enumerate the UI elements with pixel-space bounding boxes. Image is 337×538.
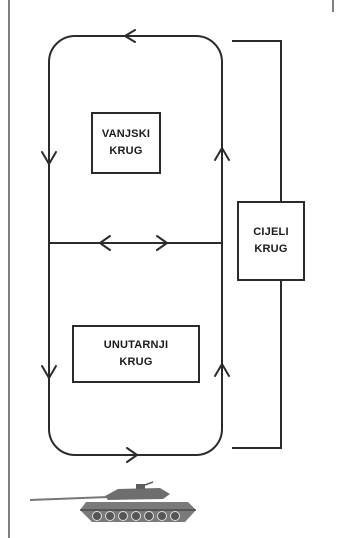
arrow-middle-left-icon [99, 235, 111, 251]
outer-loop-label-line2: KRUG [109, 145, 143, 157]
full-loop-label-line1: CIJELI [253, 226, 289, 238]
circuit-loop [48, 35, 223, 456]
arrow-top-left-icon [124, 29, 136, 43]
full-loop-label-line2: KRUG [254, 243, 288, 255]
inner-loop-label-line2: KRUG [119, 356, 153, 368]
arrow-right-up-lower-icon [214, 363, 230, 377]
tank-icon [29, 481, 196, 522]
arrow-right-up-upper-icon [214, 147, 230, 161]
arrow-bottom-right-icon [126, 447, 138, 463]
outer-loop-label-line1: VANJSKI [101, 128, 151, 140]
arrow-left-down-lower-icon [41, 365, 57, 379]
inner-loop-label-line1: UNUTARNJI [103, 339, 169, 351]
outer-loop-label-box: VANJSKI KRUG [91, 112, 161, 174]
arrow-middle-right-icon [156, 235, 168, 251]
arrow-left-down-upper-icon [41, 151, 57, 165]
full-loop-label-box: CIJELI KRUG [237, 201, 305, 281]
inner-loop-label-box: UNUTARNJI KRUG [72, 325, 200, 383]
